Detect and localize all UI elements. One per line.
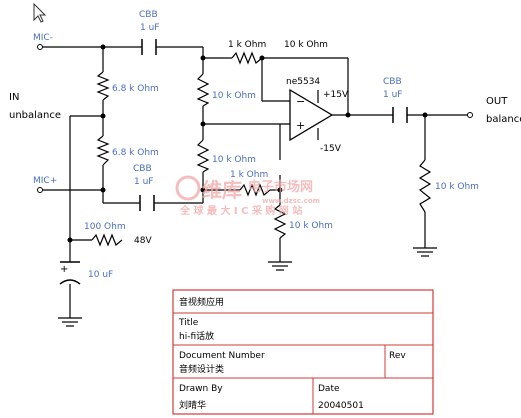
r-6k8-bot-label: 6.8 k Ohm [112,148,159,158]
tb-docnum-value: 音频设计类 [179,363,224,375]
input-terminals [37,44,473,193]
resistor-6k8-top [96,71,110,101]
r-10k-low-label: 10 k Ohm [212,155,256,165]
mic-plus-label: MIC+ [33,176,57,186]
watermark: 维库 电子市场网 www.dzsc.com 全 球 最 大 I C 采 购 网 … [175,175,320,217]
r-10k-gnd-label: 10 k Ohm [289,221,333,231]
ground-symbols [58,247,437,327]
r-10k-top-label: 10 k Ohm [284,40,328,50]
opamp-symbol: − + [289,88,334,142]
v48-label: 48V [134,236,152,246]
tb-title-value: hi-fi话放 [179,330,214,342]
cbb-out-name: CBB [383,77,402,87]
watermark-brand: 维库 [202,178,242,202]
mouse-cursor-icon [33,2,47,23]
resistor-6k8-bottom [96,135,110,166]
r-100-label: 100 Ohm [84,222,126,232]
cbb-mid-value: 1 uF [134,177,153,187]
r-6k8-top-label: 6.8 k Ohm [112,84,159,94]
in-label: IN [9,92,19,103]
resistor-10k-mid [196,73,210,107]
r-10k-mid-label: 10 k Ohm [212,91,256,101]
cbb-top-name: CBB [139,10,158,20]
resistors [91,51,432,247]
cap-10uf-label: 10 uF [88,270,113,280]
cbb-mid-name: CBB [133,164,152,174]
tb-drawn-value: 刘晴华 [179,399,206,411]
watermark-logo-icon [175,175,201,201]
vplus-label: +15V [323,90,349,100]
tb-category: 音视频应用 [179,296,224,308]
title-block: 音视频应用 Title hi-fi话放 Document Number 音频设计… [172,289,434,415]
watermark-url: www.dzsc.com [262,197,320,205]
resistor-1k-low [239,183,271,197]
tb-date-label: Date [318,384,340,394]
tb-date-value: 20040501 [318,401,364,411]
watermark-site: 电子市场网 [248,179,313,195]
tb-docnum-label: Document Number [179,351,265,361]
circuit-wires [40,46,470,318]
resistor-10k-low [196,139,210,173]
opamp-label: ne5534 [286,77,320,87]
r-1k-low-label: 1 k Ohm [230,170,268,180]
svg-text:−: − [296,95,305,108]
tb-title-label: Title [178,318,199,328]
out-label: OUT [486,96,508,107]
resistor-100-ohm [91,233,123,247]
junction-dots [67,44,428,243]
tb-drawn-label: Drawn By [179,384,223,394]
vminus-label: -15V [320,144,342,154]
balance-label: balance [486,114,521,125]
resistor-10k-gnd [273,204,287,239]
watermark-slogan: 全 球 最 大 I C 采 购 网 站 [179,204,302,217]
mic-minus-label: MIC- [33,33,53,43]
resistor-1k-top [231,51,263,65]
cap-plus-sign: + [60,264,68,275]
unbalance-label: unbalance [9,110,61,121]
resistor-10k-out [418,159,432,213]
cbb-out-value: 1 uF [383,90,402,100]
r-1k-top-label: 1 k Ohm [228,40,266,50]
capacitors [59,39,408,285]
cbb-top-value: 1 uF [140,23,159,33]
tb-rev-label: Rev [389,351,406,361]
r-10k-out-label: 10 k Ohm [435,182,479,192]
svg-text:+: + [296,119,305,132]
